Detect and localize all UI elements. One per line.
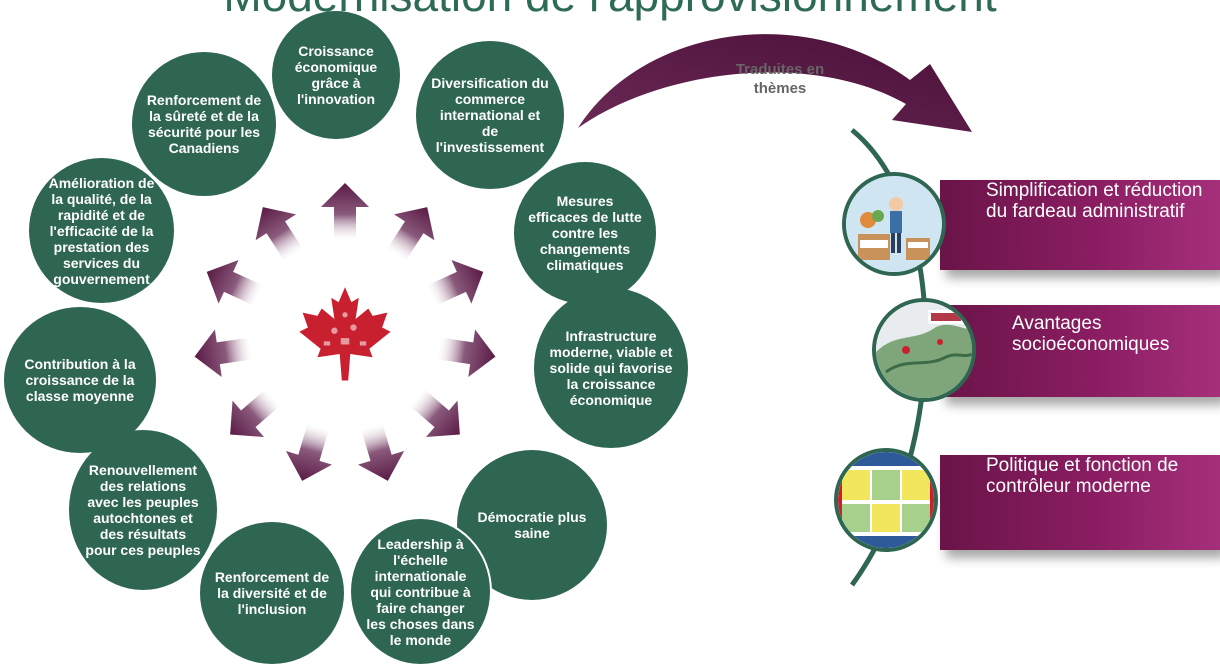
radial-arrow [194, 329, 253, 377]
canada-map-icon [872, 298, 976, 402]
priority-securite: Renforcement de la sûreté et de la sécur… [130, 50, 278, 198]
radial-arrow [409, 388, 460, 437]
radial-arrow [358, 423, 405, 481]
priority-innovation: Croissance économique grâce à l'innovati… [272, 11, 400, 139]
translation-arc-arrow [578, 34, 972, 132]
radial-arrow [206, 259, 264, 306]
radial-arrow [285, 423, 332, 481]
remove-keep-illustration-icon [842, 172, 946, 276]
priority-prestation-services: Amélioration de la qualité, de la rapidi… [29, 158, 174, 303]
priority-classe-moyenne: Contribution à la croissance de la class… [4, 307, 156, 453]
radial-arrow [321, 183, 369, 240]
priority-diversite: Renforcement de la diversité et de l'inc… [198, 520, 346, 666]
priority-autochtones: Renouvellement des relations avec les pe… [69, 430, 217, 590]
theme-politique: Politique et fonction de contrôleur mode… [940, 455, 1220, 550]
radial-arrow [230, 388, 281, 437]
theme-simplification: Simplification et réduction du fardeau a… [940, 180, 1220, 270]
priority-leadership: Leadership à l'échelle internationale qu… [349, 517, 492, 666]
priority-infrastructure: Infrastructure moderne, viable et solide… [534, 288, 688, 448]
priority-democratie: Démocratie plus saine [457, 450, 607, 600]
priority-climat: Mesures efficaces de lutte contre les ch… [512, 160, 658, 306]
page-title: Modernisation de l'approvisionnement [0, 0, 1220, 22]
framework-table-icon [834, 448, 938, 552]
radial-arrow [387, 207, 435, 262]
arc-label: Traduites en thèmes [735, 61, 825, 97]
priority-commerce: Diversification du commerce internationa… [416, 41, 564, 189]
theme-avantages: Avantages socioéconomiques [940, 305, 1220, 397]
radial-arrow [255, 207, 303, 262]
radial-arrow [437, 329, 496, 377]
maple-leaf-icon [299, 287, 391, 381]
radial-arrow [426, 259, 484, 306]
